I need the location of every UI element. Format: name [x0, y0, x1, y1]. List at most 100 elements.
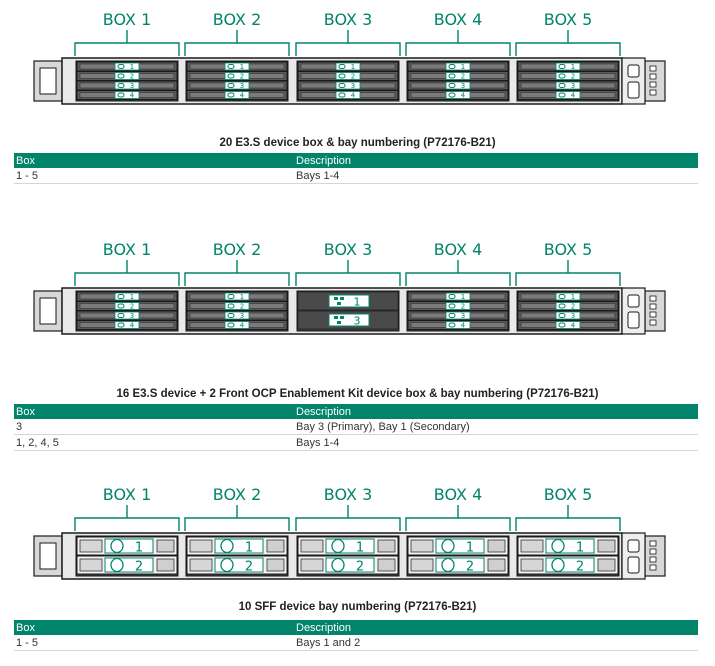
- drive-latch: [79, 558, 103, 572]
- bay-number: 2: [571, 302, 575, 310]
- bay-label-box: [555, 62, 581, 71]
- bay-number: 1: [351, 63, 355, 71]
- bay-label-box: [214, 557, 264, 573]
- drive-bay-2: 2: [407, 71, 509, 81]
- network-node: [340, 297, 344, 300]
- status-led-icon: [649, 303, 657, 310]
- drive-icon: [448, 73, 456, 79]
- bay-number: 2: [571, 72, 575, 80]
- table-header-row: Box Description: [14, 620, 698, 635]
- drive-icon: [227, 322, 235, 328]
- drive-icon: [227, 294, 235, 299]
- drive-bay-2: 2: [517, 301, 619, 311]
- bay-label-box: [224, 72, 250, 80]
- bay-label-box: [445, 91, 471, 99]
- drive-icon: [117, 313, 125, 318]
- bay-label-box: [555, 91, 581, 99]
- drive-icon: [110, 557, 124, 573]
- bay-label-box: [445, 72, 471, 80]
- box-table: Box Description 3 Bay 3 (Primary), Bay 1…: [14, 404, 698, 451]
- drive-bay-4: 4: [407, 320, 509, 330]
- column-header-description: Description: [294, 620, 698, 635]
- bay-number: 4: [130, 91, 135, 99]
- bay-number: 2: [130, 302, 134, 310]
- drive-box-3: 13: [296, 290, 400, 332]
- drive-icon: [558, 322, 566, 328]
- bay-label-box: [435, 538, 485, 554]
- bay-number: 3: [240, 312, 244, 320]
- bay-label-box: [445, 302, 471, 310]
- bay-label-box: [335, 72, 361, 80]
- bay-number: 2: [466, 560, 474, 575]
- status-led-icon: [649, 65, 657, 72]
- bay-number: 3: [240, 82, 244, 90]
- cell-box: 1 - 5: [14, 635, 294, 651]
- cell-description: Bays 1-4: [294, 168, 698, 184]
- bay-number: 2: [576, 560, 584, 575]
- cell-description: Bays 1 and 2: [294, 635, 698, 651]
- drive-bay-3: 3: [186, 80, 288, 91]
- box-label-1: BOX 1: [103, 485, 152, 504]
- bay-label-box: [114, 81, 140, 90]
- network-node: [340, 316, 344, 319]
- table-row: 1, 2, 4, 5 Bays 1-4: [14, 434, 698, 451]
- drive-icon: [448, 303, 456, 309]
- status-led-icon: [649, 89, 657, 96]
- cell-box: 1 - 5: [14, 168, 294, 184]
- display-port-icon: [627, 556, 640, 574]
- bay-label-box: [104, 538, 154, 554]
- bay-label-box: [555, 321, 581, 329]
- drive-icon: [338, 73, 346, 79]
- drive-icon: [448, 83, 456, 88]
- drive-bay-1: 1: [76, 291, 178, 302]
- bay-label-box: [545, 538, 595, 554]
- box-label-2: BOX 2: [213, 240, 262, 259]
- drive-icon: [558, 313, 566, 318]
- box-label-4: BOX 4: [434, 485, 483, 504]
- box-bracket-2: [184, 505, 290, 531]
- bay-number: 4: [461, 321, 466, 329]
- bay-number: 4: [351, 91, 356, 99]
- drive-icon: [227, 73, 235, 79]
- status-led-icon: [649, 564, 657, 571]
- box-label-5: BOX 5: [544, 10, 593, 29]
- drive-release: [597, 539, 616, 553]
- drive-icon: [338, 83, 346, 88]
- drive-bay-2: 2: [407, 301, 509, 311]
- drive-bay-3: 3: [407, 310, 509, 321]
- bay-number: 1: [571, 293, 575, 301]
- box-label-4: BOX 4: [434, 240, 483, 259]
- drive-bay-3: 3: [186, 310, 288, 321]
- box-bracket-2: [184, 260, 290, 286]
- drive-latch: [189, 539, 213, 553]
- box-bracket-3: [295, 260, 401, 286]
- drive-icon: [227, 313, 235, 318]
- caption: 10 SFF device bay numbering (P72176-B21): [238, 601, 477, 613]
- drive-icon: [117, 64, 125, 69]
- drive-bay-4: 4: [76, 90, 178, 100]
- box-label-5: BOX 5: [544, 485, 593, 504]
- bay-label-box: [335, 81, 361, 90]
- bay-label-box: [445, 81, 471, 90]
- bay-number: 1: [130, 293, 134, 301]
- bay-number: 1: [571, 63, 575, 71]
- box-bracket-5: [515, 260, 621, 286]
- drive-icon: [551, 557, 565, 573]
- status-led-icon: [649, 81, 657, 88]
- drive-icon: [117, 73, 125, 79]
- box-bracket-1: [74, 260, 180, 286]
- drive-latch: [300, 539, 324, 553]
- bay-label-box: [555, 72, 581, 80]
- drive-icon: [558, 73, 566, 79]
- bay-label-box: [445, 292, 471, 301]
- drive-release: [487, 539, 506, 553]
- drive-icon: [448, 64, 456, 69]
- bay-number: 1: [130, 63, 134, 71]
- drive-bay-1: 1: [517, 61, 619, 72]
- drive-box-1: 12: [75, 535, 179, 577]
